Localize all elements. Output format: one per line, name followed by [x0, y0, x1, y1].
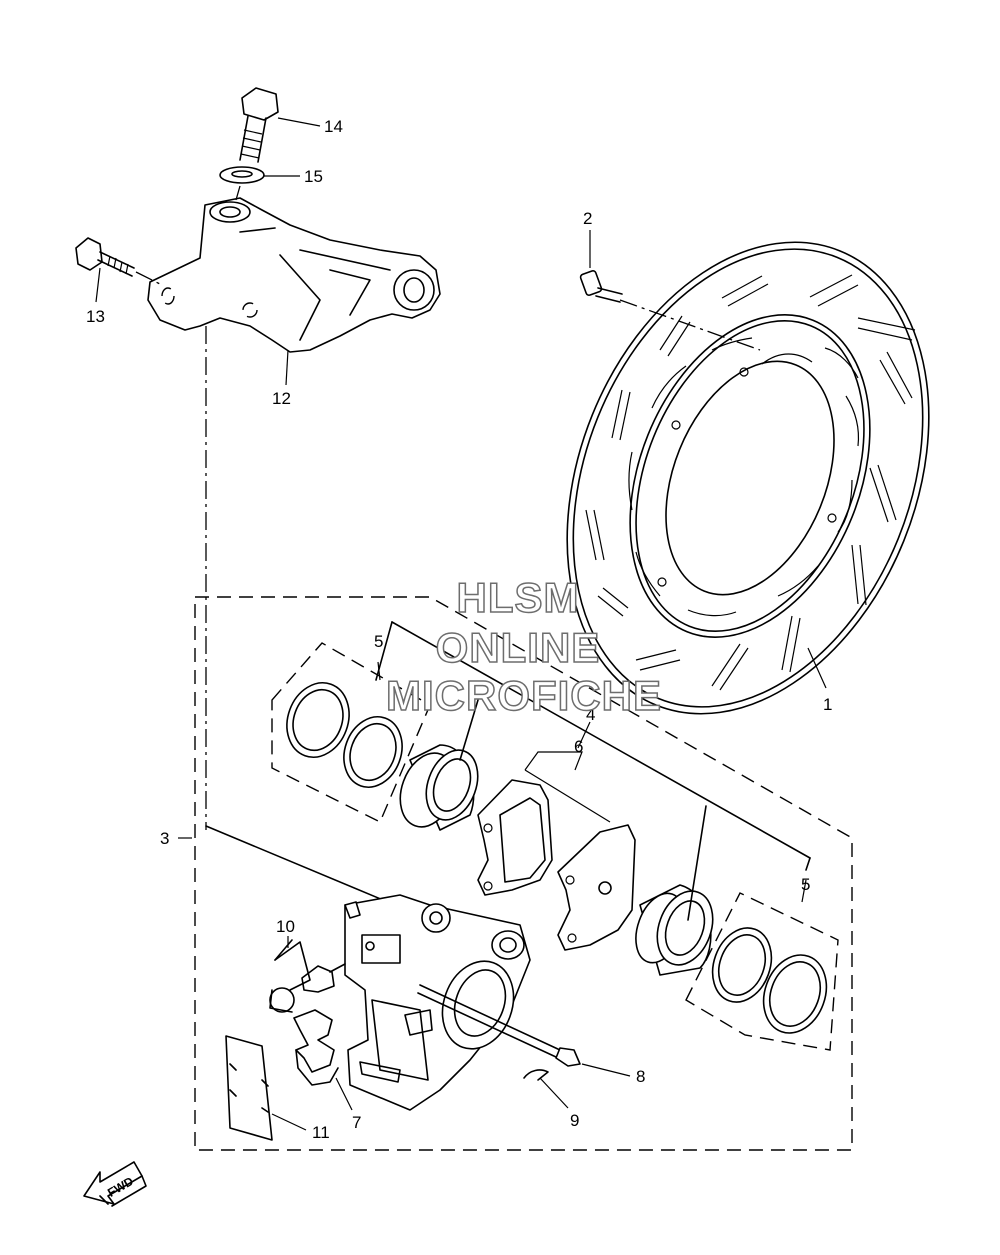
- brake-pad-left: [477, 779, 553, 896]
- callout-1: 1: [823, 695, 832, 714]
- callout-6: 6: [574, 737, 583, 756]
- callout-12: 12: [272, 389, 291, 408]
- callout-15: 15: [304, 167, 323, 186]
- piston-left: [399, 744, 479, 831]
- callout-14: 14: [324, 117, 343, 136]
- callout-5-right: 5: [801, 875, 810, 894]
- watermark-line-2: ONLINE: [436, 624, 601, 671]
- callout-8: 8: [636, 1067, 645, 1086]
- piston-right: [635, 884, 714, 976]
- callout-13: 13: [86, 307, 105, 326]
- bracket-bolt: [75, 237, 135, 277]
- washer: [219, 166, 265, 184]
- callout-11: 11: [312, 1123, 330, 1142]
- caliper-bracket: [147, 197, 441, 353]
- watermark-line-1: HLSM: [457, 574, 580, 621]
- brake-disc: [566, 241, 930, 715]
- pad-shim: [225, 1035, 273, 1141]
- pin-clip: [523, 1069, 549, 1081]
- seal-kit-outline-right: [685, 892, 839, 1051]
- bleed-screw: [269, 963, 346, 1013]
- watermark-line-3: MICROFICHE: [386, 672, 662, 719]
- piston-seals-left: [286, 682, 403, 788]
- watermark: HLSM ONLINE MICROFICHE: [385, 573, 662, 720]
- callout-9: 9: [570, 1111, 579, 1130]
- callout-10: 10: [276, 917, 295, 936]
- disc-bolt: [579, 269, 623, 303]
- caliper-assembly-outline: [194, 596, 853, 1151]
- callout-4: 4: [586, 705, 595, 724]
- callout-leaders: [95, 117, 827, 1131]
- callout-7: 7: [352, 1113, 361, 1132]
- forward-arrow-icon: FWD: [83, 1161, 147, 1207]
- mounting-bolt: [239, 87, 279, 163]
- brake-pad-right: [557, 824, 636, 951]
- callout-2: 2: [583, 209, 592, 228]
- pad-pin: [417, 984, 581, 1067]
- callout-5-left: 5: [374, 632, 383, 651]
- callout-labels: 1 2 3 4 5 5 6 7 8 9 10 11 12 13 14 15: [86, 117, 832, 1142]
- pad-spring: [293, 1009, 339, 1086]
- callout-3: 3: [160, 829, 169, 848]
- piston-seals-right: [711, 927, 828, 1034]
